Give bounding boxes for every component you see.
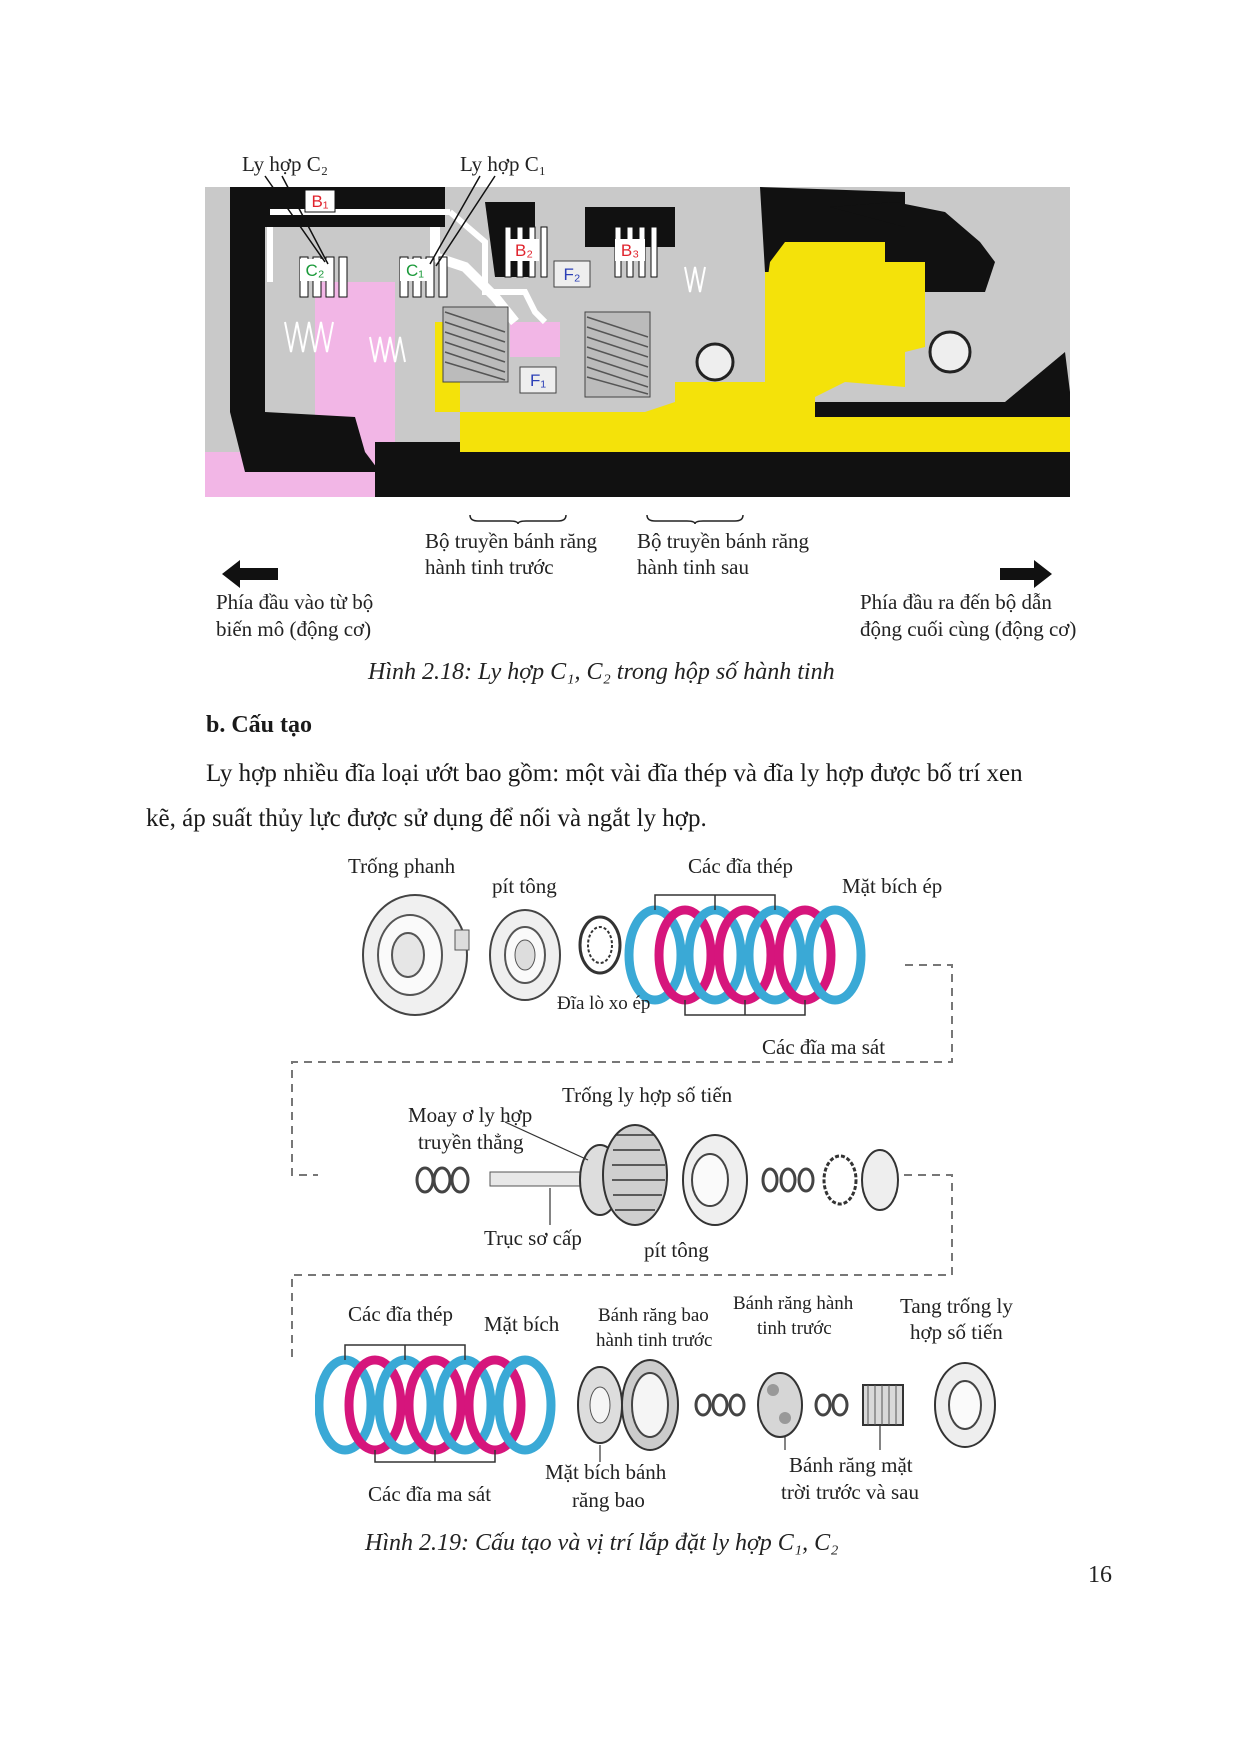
front-gearset-bracket xyxy=(469,514,567,525)
ring-gear-flange-label-2: răng bao xyxy=(572,1488,645,1512)
planet-gear-part xyxy=(757,1372,803,1438)
input-shaft-label: Trục sơ cấp xyxy=(484,1226,582,1250)
ring-gear-part xyxy=(621,1359,679,1451)
friction-discs-label-bottom: Các đĩa ma sát xyxy=(368,1482,492,1506)
rear-gearset-label-1: Bộ truyền bánh răng xyxy=(637,529,810,553)
sun-gear-label-1: Bánh răng mặt xyxy=(789,1453,913,1477)
rear-gearset-bracket xyxy=(646,514,744,525)
row2-piston-label: pít tông xyxy=(644,1238,709,1262)
section-heading: b. Cấu tạo xyxy=(206,712,313,738)
sun-gear-part xyxy=(862,1384,904,1426)
forward-drum-hub-label-2: hợp số tiến xyxy=(910,1320,1003,1344)
exploded-view-connectors xyxy=(291,964,953,1360)
spring-disc-part xyxy=(578,915,622,975)
steel-discs-label-bottom: Các đĩa thép xyxy=(348,1302,453,1326)
figure-2-18-caption: Hình 2.18: Ly hợp C₁, C₂ trong hộp số hà… xyxy=(368,659,835,685)
steel-discs-label-top: Các đĩa thép xyxy=(688,854,793,878)
forward-clutch-drum-part xyxy=(579,1124,668,1226)
planet-gear-label-2: tinh trước xyxy=(757,1318,832,1339)
arrow-left-icon xyxy=(222,560,278,588)
planet-gear-label-1: Bánh răng hành xyxy=(733,1293,854,1314)
tag-f1: F₁ xyxy=(530,371,546,390)
spring-disc-label: Đĩa lò xo ép xyxy=(557,993,651,1014)
transmission-cross-section: B₁ C₂ C₁ B₂ F₂ B₃ F₁ xyxy=(205,187,1070,497)
ring-gear-flange-part xyxy=(577,1366,623,1444)
brake-drum-part xyxy=(362,894,470,1016)
ring-gear-label-1: Bánh răng bao xyxy=(598,1305,709,1326)
brake-drum-label: Trống phanh xyxy=(348,854,456,878)
ring-gear-label-2: hành tinh trước xyxy=(596,1330,713,1351)
figure-2-19-caption: Hình 2.19: Cấu tạo và vị trí lắp đặt ly … xyxy=(365,1530,839,1556)
page-number: 16 xyxy=(1088,1562,1112,1588)
tag-f2: F₂ xyxy=(564,265,581,284)
leader-lines xyxy=(264,175,496,267)
arrow-right-icon xyxy=(1000,560,1052,588)
output-side-label-2: động cuối cùng (động cơ) xyxy=(860,617,1077,641)
sun-gear-label-2: trời trước và sau xyxy=(781,1480,919,1504)
friction-discs-label-top: Các đĩa ma sát xyxy=(762,1035,886,1059)
row2-piston-part xyxy=(682,1134,748,1226)
hub-label-2: truyền thẳng xyxy=(418,1130,524,1154)
row1-piston-label: pít tông xyxy=(492,874,557,898)
forward-drum-label: Trống ly hợp số tiến xyxy=(562,1083,733,1107)
tag-b2: B₂ xyxy=(515,241,533,260)
flange-label: Mặt bích xyxy=(484,1312,560,1336)
rear-gearset-label-2: hành tinh sau xyxy=(637,555,749,579)
label-clutch-c2: Ly hợp C₂ xyxy=(242,152,329,176)
row3-parts xyxy=(315,1344,996,1463)
paragraph-line-1: Ly hợp nhiều đĩa loại ướt bao gồm: một v… xyxy=(206,760,1023,787)
row1-parts xyxy=(362,894,866,1016)
paragraph-line-2: kẽ, áp suất thủy lực được sử dụng để nối… xyxy=(146,805,707,832)
label-clutch-c1: Ly hợp C₁ xyxy=(460,152,547,176)
front-gearset-label-2: hành tinh trước xyxy=(425,555,554,579)
row2-parts xyxy=(415,1121,899,1226)
tag-c2: C₂ xyxy=(306,261,325,280)
tag-b1: B₁ xyxy=(311,192,328,211)
ring-gear-flange-label-1: Mặt bích bánh xyxy=(545,1460,667,1484)
tag-b3: B₃ xyxy=(621,241,639,260)
input-side-label-2: biến mô (động cơ) xyxy=(216,617,372,641)
hub-label-1: Moay ơ ly hợp xyxy=(408,1103,533,1127)
tag-c1: C₁ xyxy=(406,261,424,280)
forward-drum-hub-part xyxy=(934,1362,996,1448)
pressure-flange-label: Mặt bích ép xyxy=(842,874,943,898)
front-gearset-label-1: Bộ truyền bánh răng xyxy=(425,529,598,553)
output-side-label-1: Phía đầu ra đến bộ dẫn xyxy=(860,590,1052,614)
piston-part xyxy=(489,909,561,1001)
input-side-label-1: Phía đầu vào từ bộ xyxy=(216,590,374,614)
forward-drum-hub-label-1: Tang trống ly xyxy=(900,1294,1013,1318)
